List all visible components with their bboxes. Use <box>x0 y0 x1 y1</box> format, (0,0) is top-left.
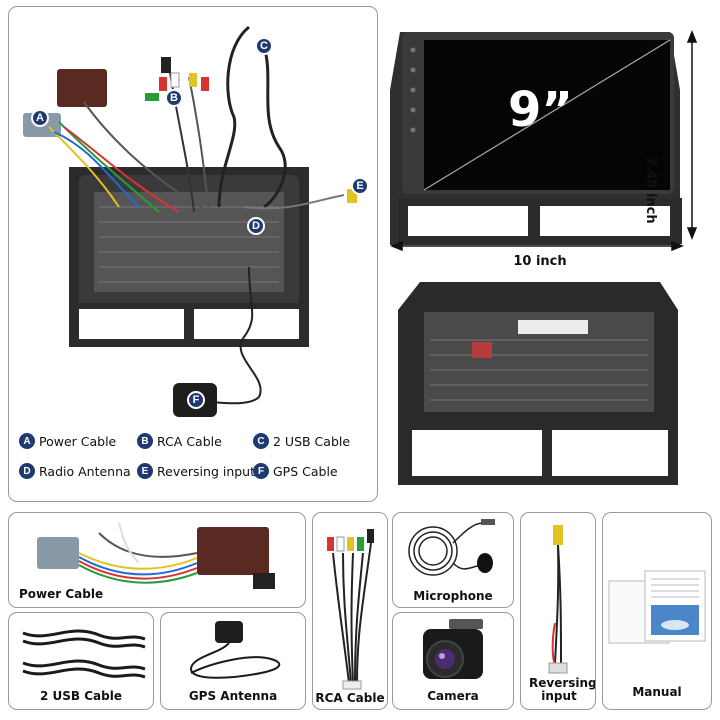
wiring-diagram-panel: A B C D E F A Power Cable B RCA Cable C … <box>8 6 378 502</box>
accessory-reversing-input: Reversing input <box>520 512 596 710</box>
legend-label: RCA Cable <box>157 433 222 449</box>
legend-item-f: F GPS Cable <box>253 463 338 479</box>
width-dimension-label: 10 inch <box>513 254 567 269</box>
accessory-rca-cable: RCA Cable <box>312 512 388 710</box>
gps-antenna-illustration <box>189 621 281 679</box>
wiring-diagram-illustration <box>23 25 357 417</box>
legend-item-c: C 2 USB Cable <box>253 433 350 449</box>
accessory-gps-antenna: GPS Antenna <box>160 612 306 710</box>
marker-f: F <box>187 391 205 409</box>
marker-d: D <box>247 217 265 235</box>
legend-badge: D <box>19 463 35 479</box>
reversing-input-illustration <box>548 525 568 674</box>
legend-label: 2 USB Cable <box>273 433 351 449</box>
rca-cable-label: RCA Cable <box>315 691 385 705</box>
height-dimension-label: 7.48 inch <box>643 156 658 224</box>
microphone-illustration <box>408 519 495 576</box>
marker-c: C <box>255 37 273 55</box>
legend-label: Reversing input <box>157 463 256 479</box>
head-unit-illustration <box>389 29 698 485</box>
accessory-usb-cable: 2 USB Cable <box>8 612 154 710</box>
legend-item-e: E Reversing input <box>137 463 255 479</box>
accessory-microphone: Microphone <box>392 512 514 608</box>
screen-size-label: 9” <box>508 82 573 138</box>
legend-label: GPS Cable <box>273 463 338 479</box>
microphone-label: Microphone <box>413 589 493 603</box>
legend-badge: B <box>137 433 153 449</box>
reversing-input-label: Reversing input <box>529 676 596 703</box>
camera-label: Camera <box>427 689 479 703</box>
accessory-manual: Manual <box>602 512 712 710</box>
legend-badge: F <box>253 463 269 479</box>
power-cable-illustration <box>37 522 275 589</box>
legend-badge: C <box>253 433 269 449</box>
marker-b: B <box>165 89 183 107</box>
gps-antenna-label: GPS Antenna <box>188 689 278 703</box>
rca-cable-illustration <box>327 529 374 690</box>
legend-badge: A <box>19 433 35 449</box>
accessory-camera: Camera <box>392 612 514 710</box>
usb-cable-illustration <box>22 629 146 679</box>
marker-e: E <box>351 177 369 195</box>
accessory-power-cable: Power Cable <box>8 512 306 608</box>
power-cable-label: Power Cable <box>19 587 104 601</box>
legend-item-a: A Power Cable <box>19 433 116 449</box>
legend-item-d: D Radio Antenna <box>19 463 131 479</box>
marker-a: A <box>31 109 49 127</box>
legend-label: Radio Antenna <box>39 463 131 479</box>
legend-item-b: B RCA Cable <box>137 433 222 449</box>
legend-label: Power Cable <box>39 433 117 449</box>
legend-badge: E <box>137 463 153 479</box>
manual-label: Manual <box>632 685 682 699</box>
manual-illustration <box>608 570 706 644</box>
usb-cable-label: 2 USB Cable <box>40 689 122 703</box>
head-unit-front-view: 9” 7.48 inch 10 inch <box>380 20 720 500</box>
camera-illustration <box>423 619 483 679</box>
